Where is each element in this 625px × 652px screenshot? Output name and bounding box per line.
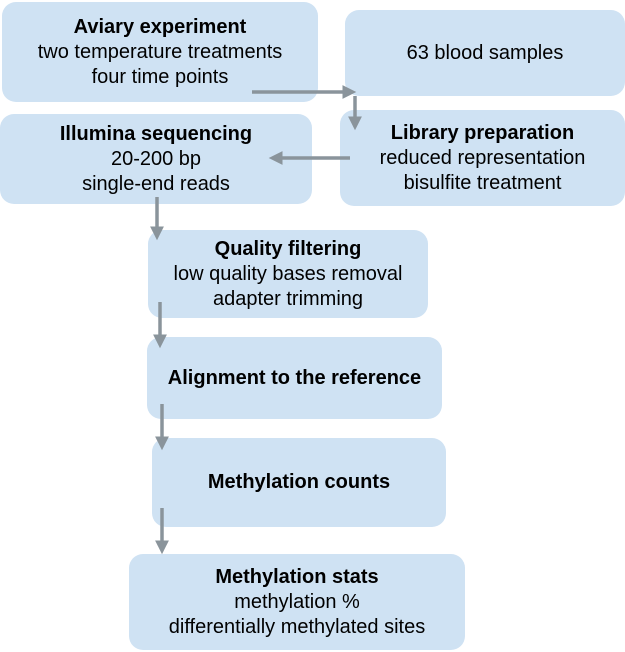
alignment-box: Alignment to the reference (147, 337, 442, 419)
library-preparation-line1: reduced representation (379, 146, 586, 169)
methylation-counts-box: Methylation counts (152, 438, 446, 527)
methylation-stats-title: Methylation stats (215, 565, 379, 588)
aviary-experiment-title: Aviary experiment (73, 15, 247, 38)
library-preparation-box: Library preparation reduced representati… (340, 110, 625, 206)
blood-samples-text: 63 blood samples (406, 41, 564, 64)
illumina-sequencing-title: Illumina sequencing (59, 122, 253, 145)
quality-filtering-title: Quality filtering (214, 237, 362, 260)
aviary-experiment-box: Aviary experiment two temperature treatm… (2, 2, 318, 102)
library-preparation-title: Library preparation (390, 121, 575, 144)
illumina-sequencing-box: Illumina sequencing 20-200 bp single-end… (0, 114, 312, 204)
quality-filtering-line2: adapter trimming (212, 287, 364, 310)
methylation-counts-title: Methylation counts (207, 471, 391, 493)
methylation-stats-line2: differentially methylated sites (168, 615, 426, 638)
alignment-title: Alignment to the reference (167, 366, 422, 389)
quality-filtering-line1: low quality bases removal (173, 262, 403, 285)
methylation-stats-box: Methylation stats methylation % differen… (129, 554, 465, 650)
blood-samples-box: 63 blood samples (345, 10, 625, 96)
library-preparation-line2: bisulfite treatment (403, 171, 562, 194)
illumina-sequencing-line2: single-end reads (82, 172, 230, 195)
quality-filtering-box: Quality filtering low quality bases remo… (148, 230, 428, 318)
methylation-stats-line1: methylation % (234, 590, 360, 613)
aviary-experiment-line1: two temperature treatments (37, 40, 283, 63)
illumina-sequencing-line1: 20-200 bp (110, 147, 202, 170)
aviary-experiment-line2: four time points (91, 65, 229, 88)
